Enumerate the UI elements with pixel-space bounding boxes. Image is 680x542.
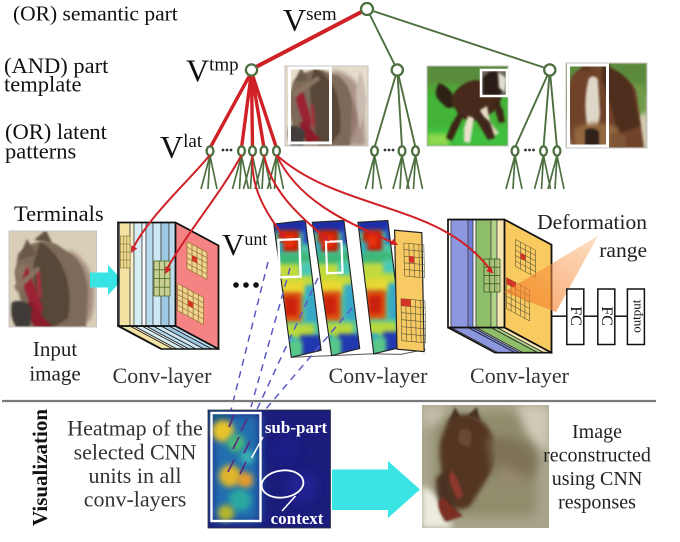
svg-text:responses: responses	[558, 492, 636, 514]
svg-text:Deformation: Deformation	[537, 210, 647, 234]
svg-text:sub-part: sub-part	[265, 418, 328, 437]
svg-text:Terminals: Terminals	[14, 201, 104, 226]
svg-text:output: output	[628, 299, 643, 333]
svg-text:FC: FC	[598, 306, 615, 326]
svg-text:image: image	[29, 362, 80, 386]
svg-text:template: template	[4, 72, 81, 97]
svg-text:selected CNN: selected CNN	[74, 440, 197, 465]
svg-text:Input: Input	[33, 337, 77, 361]
svg-text:units in all: units in all	[89, 463, 182, 488]
svg-text:context: context	[271, 509, 324, 528]
svg-text:reconstructed: reconstructed	[543, 445, 651, 467]
svg-text:using CNN: using CNN	[552, 468, 643, 490]
svg-text:patterns: patterns	[5, 139, 76, 164]
svg-text:Conv-layer: Conv-layer	[113, 363, 213, 388]
svg-text:Visualization: Visualization	[28, 409, 52, 526]
svg-text:Heatmap of the: Heatmap of the	[67, 416, 203, 441]
svg-text:range: range	[599, 238, 647, 262]
svg-text:(OR) latent: (OR) latent	[5, 119, 108, 144]
svg-text:conv-layers: conv-layers	[84, 487, 187, 512]
svg-text:(AND) part: (AND) part	[4, 53, 109, 78]
svg-text:FC: FC	[567, 306, 584, 326]
svg-text:Conv-layer: Conv-layer	[329, 363, 429, 388]
svg-text:(OR) semantic part: (OR) semantic part	[13, 2, 178, 26]
svg-text:Image: Image	[572, 421, 622, 443]
svg-text:Conv-layer: Conv-layer	[470, 363, 570, 388]
